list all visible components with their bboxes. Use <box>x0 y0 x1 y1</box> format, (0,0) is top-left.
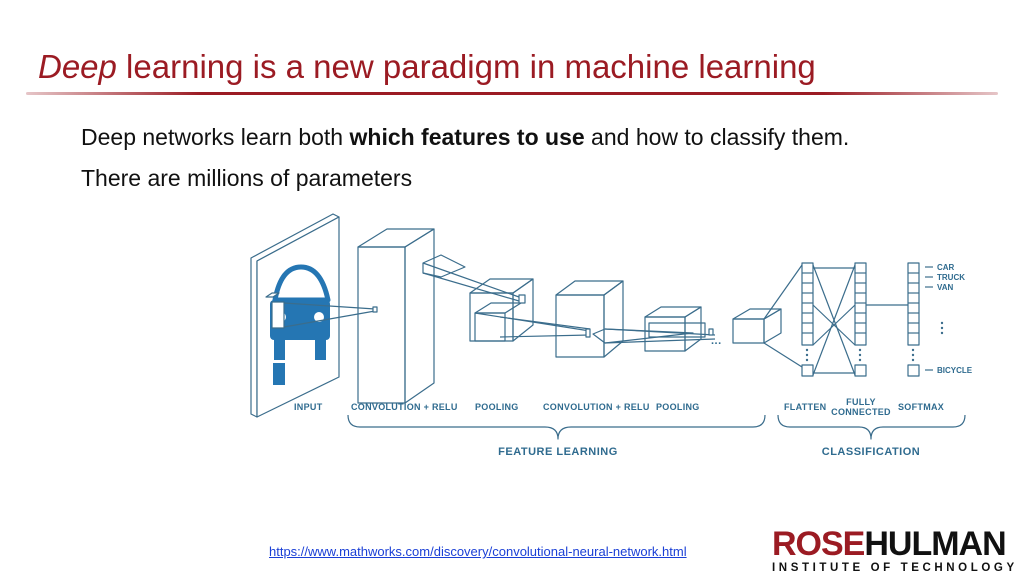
group-label-feature-learning: FEATURE LEARNING <box>498 446 618 458</box>
flatten-layer <box>801 262 814 377</box>
logo-hulman: HULMAN <box>864 525 1006 563</box>
group-label-classification: CLASSIFICATION <box>822 446 920 458</box>
source-link[interactable]: https://www.mathworks.com/discovery/conv… <box>269 544 687 559</box>
final-feature-volume <box>732 264 803 368</box>
bullet-line-1: Deep networks learn both which features … <box>81 124 849 151</box>
rose-hulman-logo: ROSEHULMAN INSTITUTE OF TECHNOLOGY <box>772 527 1022 575</box>
stage-label-conv2: CONVOLUTION + RELU <box>543 402 650 412</box>
class-label-bicycle: BICYCLE <box>937 366 973 375</box>
classification-brace <box>777 414 966 440</box>
cnn-diagram: ... CAR TRUCK VAN BICYCLE INPUT CONVOLUT… <box>245 205 985 467</box>
fully-connected-layer <box>812 262 908 377</box>
conv2-volume <box>555 280 716 358</box>
feature-learning-brace <box>347 414 766 440</box>
logo-subtitle: INSTITUTE OF TECHNOLOGY <box>772 562 1018 574</box>
title-divider <box>26 92 998 95</box>
layer-ellipsis: ... <box>711 335 722 347</box>
logo-wordmark: ROSEHULMAN <box>772 527 1022 561</box>
vertical-ellipses <box>805 321 944 362</box>
stage-label-fc-line2: CONNECTED <box>831 407 891 417</box>
conv1-volume <box>357 228 520 404</box>
softmax-layer <box>907 262 933 377</box>
stage-label-fc-line1: FULLY <box>846 397 876 407</box>
line1-text-end: and how to classify them. <box>584 124 850 150</box>
title-rest: learning is a new paradigm in machine le… <box>116 48 816 85</box>
cnn-diagram-svg: ... CAR TRUCK VAN BICYCLE INPUT CONVOLUT… <box>250 213 973 458</box>
input-receptive-field <box>265 292 376 329</box>
stage-label-pool1: POOLING <box>475 402 519 412</box>
line1-bold-text: which features to use <box>349 124 585 150</box>
class-label-truck: TRUCK <box>937 273 965 282</box>
stage-label-pool2: POOLING <box>656 402 700 412</box>
class-label-car: CAR <box>937 263 955 272</box>
stage-label-conv1: CONVOLUTION + RELU <box>351 402 458 412</box>
bullet-line-2: There are millions of parameters <box>81 165 413 191</box>
title-emphasis: Deep <box>38 48 117 85</box>
stage-label-flatten: FLATTEN <box>784 402 826 412</box>
stage-label-softmax: SOFTMAX <box>898 402 944 412</box>
pool1-volume <box>469 278 591 342</box>
stage-label-input: INPUT <box>294 402 323 412</box>
class-label-van: VAN <box>937 283 954 292</box>
line1-text-start: Deep networks learn both <box>81 124 350 150</box>
logo-rose: ROSE <box>772 525 865 563</box>
slide-title: Deep learning is a new paradigm in machi… <box>38 48 816 86</box>
car-icon <box>270 264 331 385</box>
pool2-volume <box>644 306 714 352</box>
